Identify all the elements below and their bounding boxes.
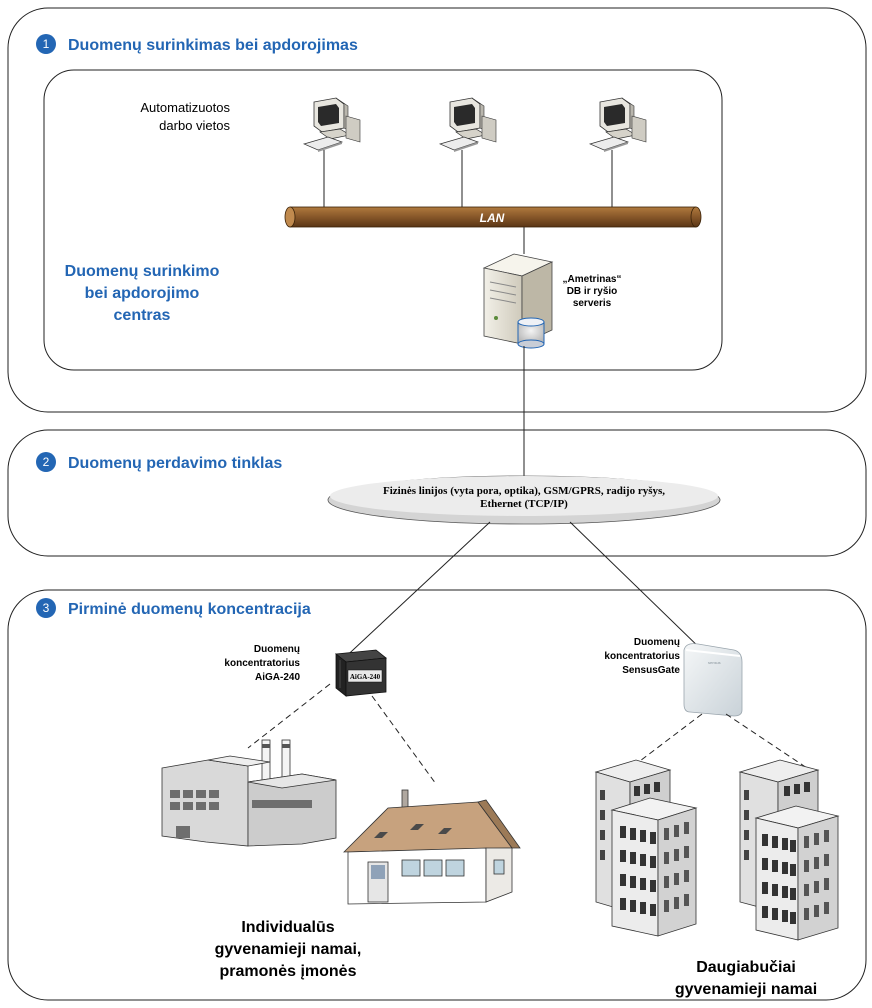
aiga-concentrator-icon: AiGA-240 — [334, 649, 388, 697]
apartment-label-line1: Daugiabučiai — [696, 959, 796, 976]
individual-label-line1: Individualūs — [241, 919, 334, 936]
section-3-title: Pirminė duomenų koncentracija — [68, 601, 311, 618]
section-1-title: Duomenų surinkimas bei apdorojimas — [68, 37, 358, 54]
lan-pipe: LAN — [284, 206, 702, 228]
network-aiga-link — [337, 521, 491, 665]
sensus-label-line1: Duomenų — [634, 637, 680, 648]
network-label-line1: Fizinės linijos (vyta pora, optika), GSM… — [383, 485, 665, 497]
section-2-title: Duomenų perdavimo tinklas — [68, 455, 282, 472]
section-3-header: 3 Pirminė duomenų koncentracija — [36, 598, 311, 618]
workstations-label-line2: darbo vietos — [159, 118, 230, 133]
lan-label: LAN — [480, 211, 505, 225]
section-3-number: 3 — [43, 601, 50, 615]
house-icon — [343, 789, 521, 905]
section-1-header: 1 Duomenų surinkimas bei apdorojimas — [36, 34, 358, 54]
section-1-number: 1 — [43, 37, 50, 51]
aiga-label-line1: Duomenų — [254, 644, 300, 655]
server-label-line2: DB ir ryšio — [567, 286, 618, 297]
svg-text:sensus: sensus — [708, 660, 721, 665]
individual-label-line2: gyvenamieji namai, — [215, 941, 362, 958]
section-1-number-badge — [36, 34, 56, 54]
database-icon — [517, 317, 545, 349]
section-2-header: 2 Duomenų perdavimo tinklas — [36, 452, 282, 472]
aiga-device-label: AiGA-240 — [350, 673, 381, 681]
individual-label-line3: pramonės įmonės — [220, 963, 357, 980]
section-2-number: 2 — [43, 455, 50, 469]
apartment-buildings-icon — [594, 759, 840, 941]
sensus-label-line2: koncentratorius — [604, 651, 680, 662]
server-label-line1: „Ametrinas“ — [563, 274, 622, 285]
aiga-label-line3: AiGA-240 — [255, 672, 300, 683]
section-2-number-badge — [36, 452, 56, 472]
data-center-label-line3: centras — [114, 307, 171, 324]
network-ellipse — [327, 475, 721, 525]
workstations-label-line1: Automatizuotos — [140, 100, 230, 115]
factory-icon — [161, 739, 337, 847]
apartment-label-line2: gyvenamieji namai — [675, 981, 817, 998]
sensusgate-icon: sensus — [683, 643, 743, 717]
network-sensus-link — [569, 521, 707, 655]
section-3-number-badge — [36, 598, 56, 618]
data-center-label-line1: Duomenų surinkimo — [65, 263, 220, 280]
aiga-label-line2: koncentratorius — [224, 658, 300, 669]
network-label-line2: Ethernet (TCP/IP) — [480, 498, 568, 510]
server-label-line3: serveris — [573, 298, 612, 309]
dashed-links — [247, 683, 811, 785]
data-center-label-line2: bei apdorojimo — [85, 285, 200, 302]
sensus-label-line3: SensusGate — [622, 665, 680, 676]
